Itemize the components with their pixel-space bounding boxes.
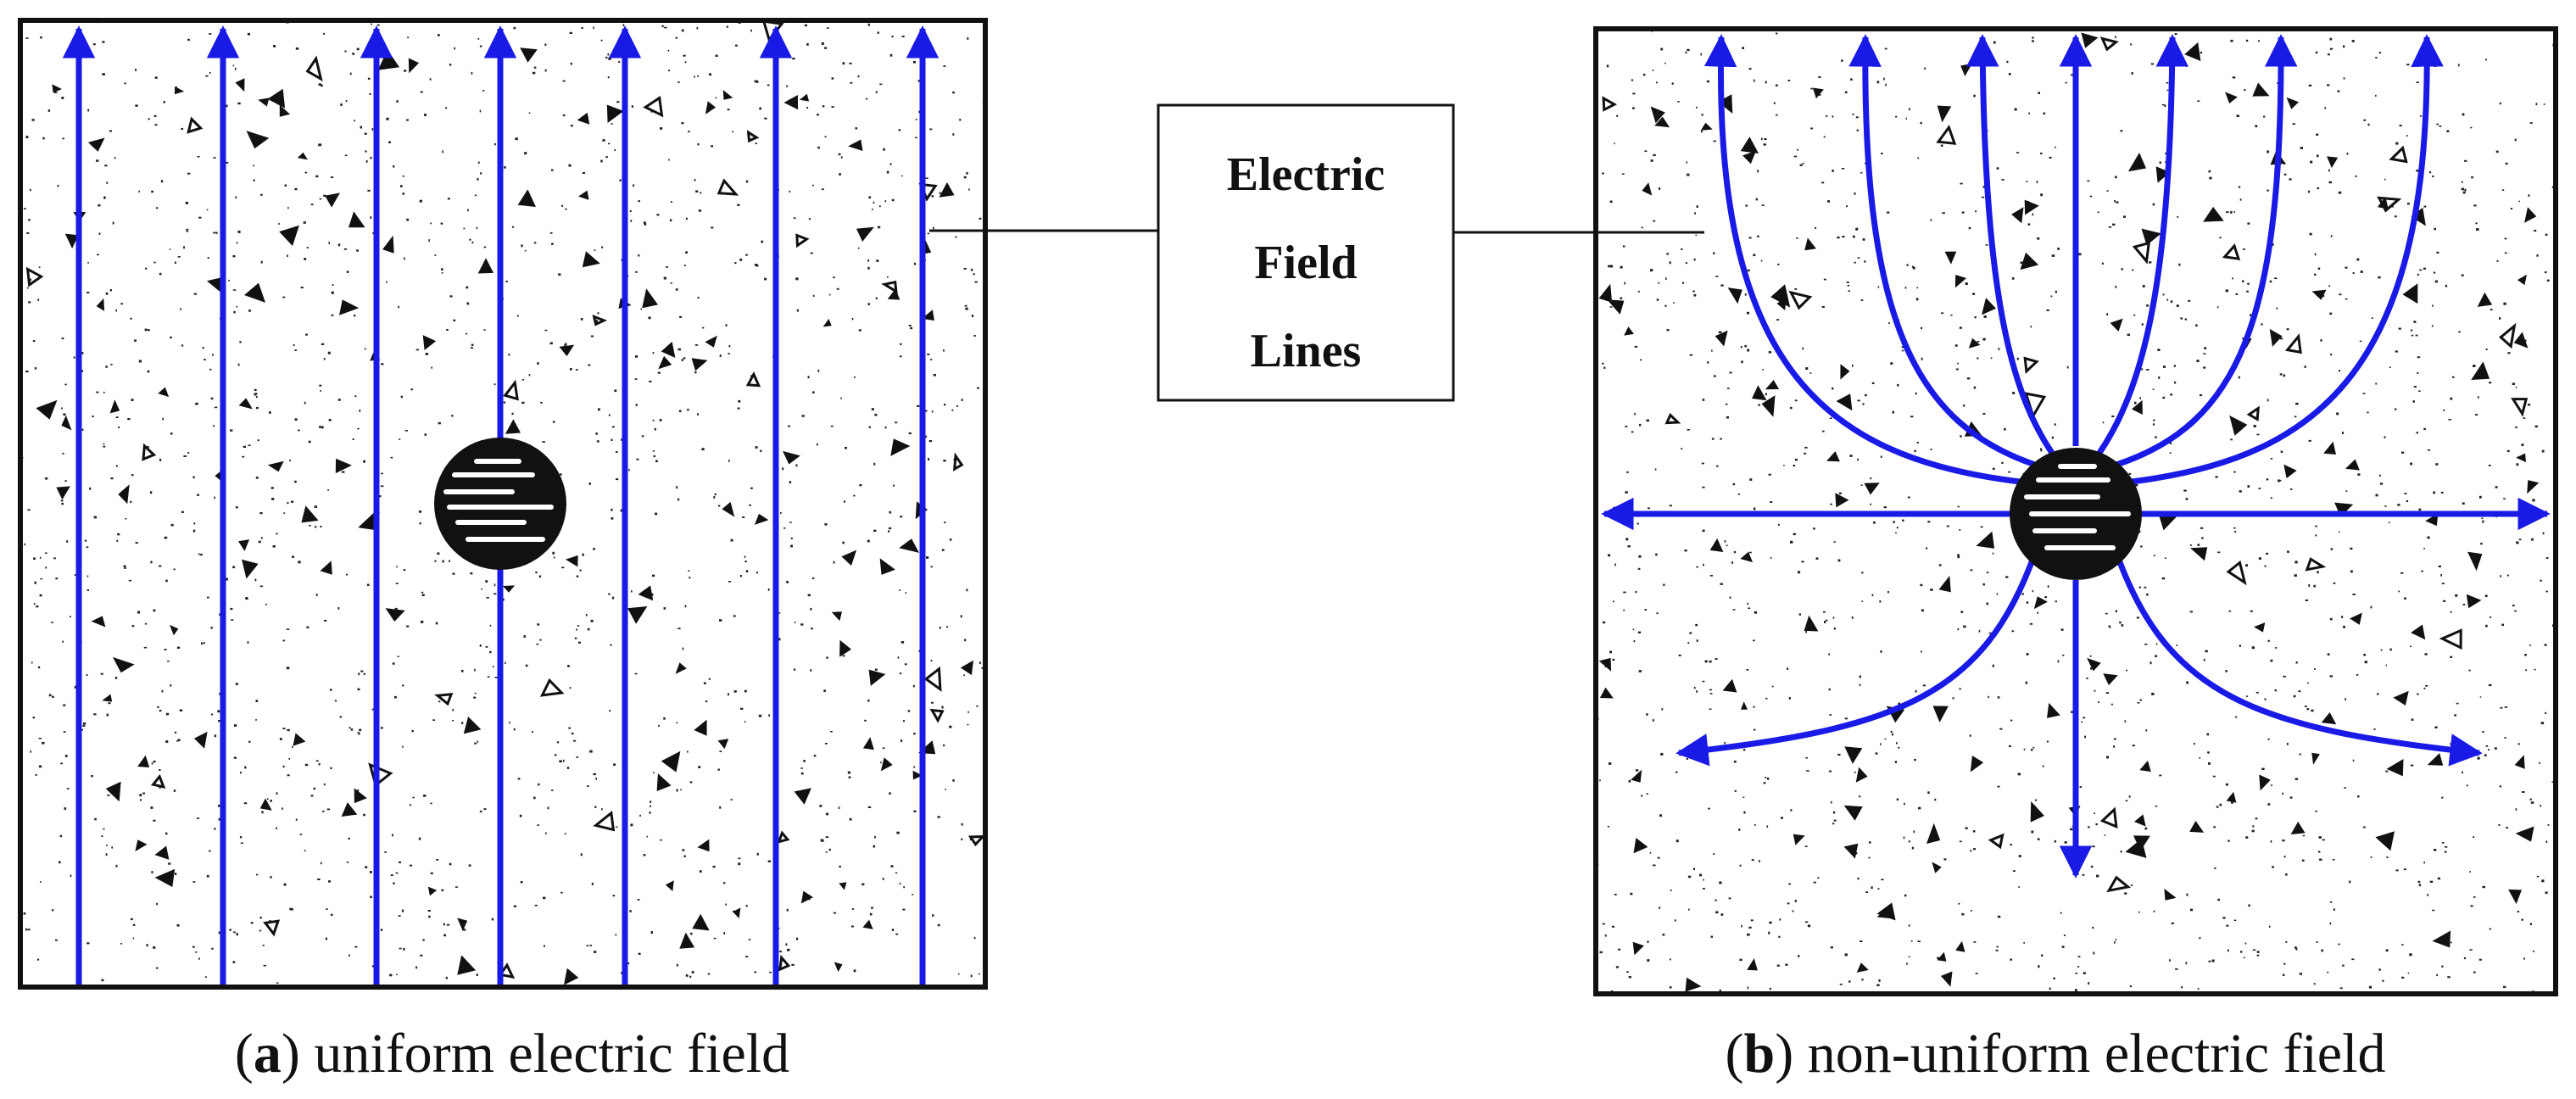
field-line	[1676, 551, 2038, 767]
caption-b-text: non-uniform electric field	[1808, 1023, 2386, 1085]
caption-a: (a) uniform electric field	[235, 1023, 789, 1085]
field-line	[1848, 34, 2037, 468]
panel-b-background-texture	[1596, 29, 2556, 994]
callout-line-3: Lines	[1251, 325, 1362, 377]
field-line	[1965, 34, 2055, 455]
panel-a-field-lines	[62, 25, 940, 987]
caption-a-text: uniform electric field	[314, 1023, 789, 1085]
panel-b-non-uniform-field	[1593, 26, 2558, 996]
caption-a-letter: a	[254, 1023, 282, 1085]
callout-box	[1157, 103, 1455, 402]
field-line	[2131, 34, 2444, 485]
field-line	[1703, 34, 2021, 485]
panel-a-border	[18, 18, 988, 990]
field-lines-callout: Electric Field Lines	[929, 103, 1704, 402]
field-line	[2097, 34, 2189, 455]
field-line	[2115, 34, 2298, 468]
callout-line-1: Electric	[1227, 148, 1386, 201]
panel-b-field-lines	[1601, 34, 2551, 879]
panel-b-border	[1593, 26, 2558, 996]
callout-line-2: Field	[1254, 237, 1357, 289]
panel-b-particle	[2010, 448, 2142, 580]
panel-a-uniform-field	[18, 18, 988, 990]
caption-b: (b) non-uniform electric field	[1726, 1023, 2386, 1085]
caption-b-letter: b	[1744, 1023, 1776, 1085]
field-line	[2113, 551, 2483, 767]
panel-a-particle	[434, 438, 566, 570]
